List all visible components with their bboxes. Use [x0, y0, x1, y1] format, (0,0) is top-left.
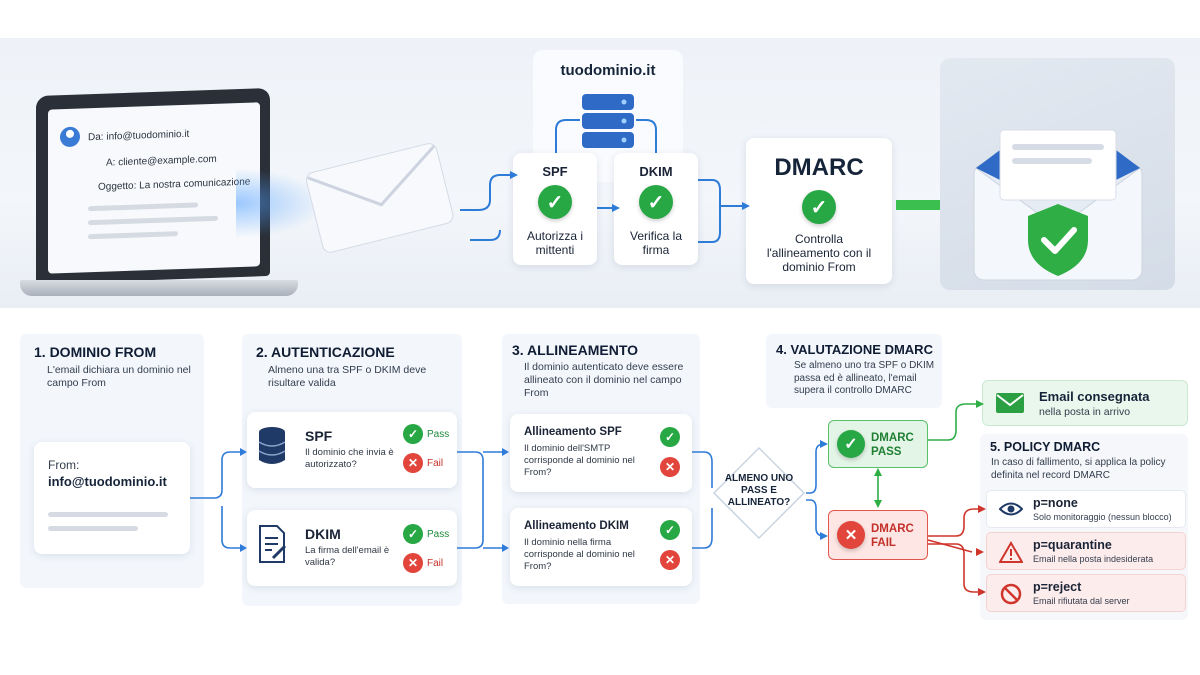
policy-reject: p=reject Email rifiutata dal server [986, 574, 1186, 612]
fail-label: Fail [427, 558, 444, 569]
dkim-desc: La firma dell'email è valida? [305, 545, 390, 568]
server-icon [582, 94, 634, 148]
check-icon: ✓ [837, 430, 865, 458]
spf-desc: Il dominio che invia è autorizzato? [305, 447, 394, 470]
policy-reject-desc: Email rifiutata dal server [1033, 596, 1130, 606]
spf-card: SPF ✓ Autorizza i mittenti [513, 153, 597, 265]
check-icon: ✓ [802, 190, 836, 224]
database-icon [258, 427, 286, 464]
envelope-icon [305, 143, 454, 253]
mail-icon [996, 393, 1024, 413]
step-3-desc: Il dominio autenticato deve essere allin… [524, 361, 684, 399]
dmarc-fail-label: DMARC FAIL [871, 523, 914, 549]
body-line [48, 526, 138, 531]
step-5-title: 5. POLICY DMARC [990, 440, 1101, 454]
eye-icon [999, 502, 1023, 516]
check-icon: ✓ [660, 427, 680, 447]
check-icon: ✓ [403, 424, 423, 444]
spf-alignment-title: Allineamento SPF [524, 426, 622, 438]
check-icon: ✓ [538, 185, 572, 219]
delivered-box: Email consegnata nella posta in arrivo [982, 380, 1188, 426]
dkim-title: DKIM [305, 526, 341, 542]
policy-quarantine: p=quarantine Email nella posta indesider… [986, 532, 1186, 570]
spf-desc: Autorizza i mittenti [526, 229, 584, 257]
dkim-alignment-desc: Il dominio nella firma corrisponde al do… [524, 537, 635, 572]
step-2-title: 2. AUTENTICAZIONE [256, 344, 395, 360]
step-3-title: 3. ALLINEAMENTO [512, 342, 639, 358]
step-2-desc: Almeno una tra SPF o DKIM deve risultare… [268, 364, 427, 389]
check-icon: ✓ [403, 524, 423, 544]
cross-icon: ✕ [403, 453, 423, 473]
dkim-title: DKIM [639, 164, 673, 179]
dmarc-pass-box: ✓ DMARC PASS [828, 420, 928, 468]
pass-label: Pass [427, 429, 450, 440]
fail-label: Fail [427, 458, 444, 469]
step-4-panel [766, 334, 942, 408]
from-value: info@tuodominio.it [48, 474, 167, 489]
spf-title: SPF [542, 164, 568, 179]
spf-check-card: SPF Il dominio che invia è autorizzato? … [247, 412, 457, 488]
warning-icon [999, 541, 1023, 563]
spf-alignment-card: Allineamento SPF Il dominio dell'SMTP co… [510, 414, 692, 492]
body-line [48, 512, 168, 517]
dkim-desc: Verifica la firma [629, 229, 683, 257]
step-4-title: 4. VALUTAZIONE DMARC [776, 342, 933, 357]
from-card: From: info@tuodominio.it [34, 442, 190, 554]
domain-title: tuodominio.it [560, 62, 656, 79]
dkim-alignment-card: Allineamento DKIM Il dominio nella firma… [510, 508, 692, 586]
laptop-base [20, 280, 298, 296]
dmarc-fail-box: ✕ DMARC FAIL [828, 510, 928, 560]
document-sign-icon [259, 525, 287, 563]
policy-quarantine-name: p=quarantine [1033, 538, 1112, 552]
pass-label: Pass [427, 529, 450, 540]
dmarc-title: DMARC [774, 154, 864, 181]
delivered-desc: nella posta in arrivo [1039, 406, 1131, 418]
dmarc-pass-label: DMARC PASS [871, 432, 914, 458]
step-4-desc: Se almeno uno tra SPF o DKIM passa ed è … [794, 360, 935, 396]
policy-reject-name: p=reject [1033, 580, 1082, 594]
delivered-title: Email consegnata [1039, 389, 1150, 404]
step-1-desc: L'email dichiara un dominio nel campo Fr… [47, 364, 191, 389]
policy-quarantine-desc: Email nella posta indesiderata [1033, 554, 1154, 564]
decision-label: ALMENO UNO PASS E ALLINEATO? [724, 473, 794, 508]
dkim-alignment-title: Allineamento DKIM [524, 520, 629, 532]
step-5-desc: In caso di fallimento, si applica la pol… [991, 457, 1166, 481]
dkim-check-card: DKIM La firma dell'email è valida? ✓ Pas… [247, 510, 457, 586]
policy-none-name: p=none [1033, 496, 1078, 510]
block-icon [1000, 583, 1022, 605]
dmarc-card: DMARC ✓ Controlla l'allineamento con il … [746, 138, 892, 284]
spf-alignment-desc: Il dominio dell'SMTP corrisponde al domi… [524, 443, 635, 478]
dkim-card: DKIM ✓ Verifica la firma [614, 153, 698, 265]
cross-icon: ✕ [403, 553, 423, 573]
from-label: From: [48, 458, 80, 472]
cross-icon: ✕ [660, 550, 680, 570]
secure-envelope-icon [973, 129, 1143, 281]
policy-none: p=none Solo monitoraggio (nessun blocco) [986, 490, 1186, 528]
cross-icon: ✕ [660, 457, 680, 477]
spf-title: SPF [305, 428, 333, 444]
policy-none-desc: Solo monitoraggio (nessun blocco) [1033, 512, 1172, 522]
decision-diamond [712, 446, 806, 540]
cross-icon: ✕ [837, 521, 865, 549]
check-icon: ✓ [660, 520, 680, 540]
check-icon: ✓ [639, 185, 673, 219]
step-1-title: 1. DOMINIO FROM [34, 344, 157, 360]
dmarc-desc: Controlla l'allineamento con il dominio … [766, 232, 872, 274]
